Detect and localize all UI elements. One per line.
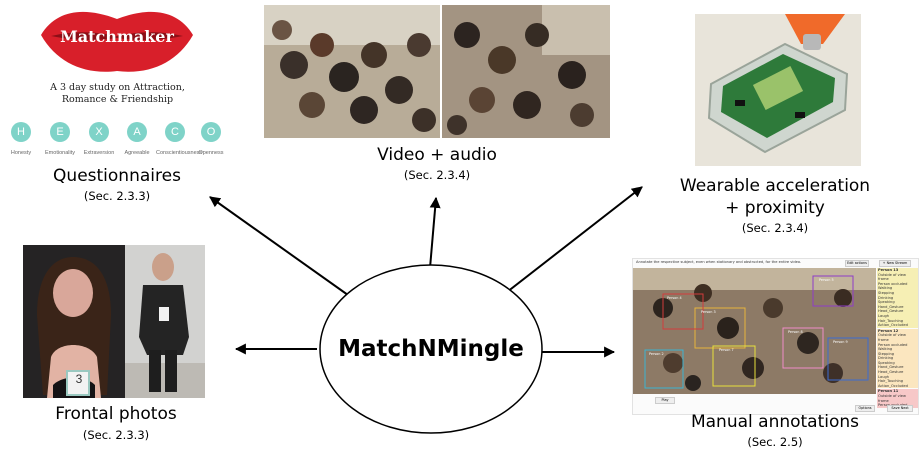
trait-word: Emotionality bbox=[45, 150, 75, 156]
trait-word: Conscientiousness bbox=[156, 150, 203, 156]
annotations-label: Manual annotations bbox=[690, 412, 860, 432]
action-item[interactable]: Speaking bbox=[878, 300, 895, 305]
person-header: Person 13 bbox=[878, 268, 899, 272]
overhead-crowd-image bbox=[442, 5, 610, 138]
box-label: Person 9 bbox=[833, 340, 848, 344]
action-item[interactable]: Stepping bbox=[878, 351, 895, 356]
trait-agreeable: A Agreeable bbox=[118, 122, 156, 156]
action-item[interactable]: Outside of view frame bbox=[878, 394, 906, 403]
wearable-section: (Sec. 2.3.4) bbox=[741, 221, 809, 235]
action-item[interactable]: Stepping bbox=[878, 290, 895, 295]
questionnaires-label: Questionnaires bbox=[53, 166, 181, 186]
person-header: Person 12 bbox=[878, 328, 899, 333]
box-label: Person 7 bbox=[719, 348, 734, 352]
wearable-label-line2: + proximity bbox=[725, 198, 825, 218]
action-item[interactable]: Head_Gesture bbox=[878, 309, 904, 314]
person-block: Person 13 Outside of view frame Person o… bbox=[877, 268, 918, 328]
blurred-face-photo bbox=[125, 245, 205, 398]
annotations-section: (Sec. 2.5) bbox=[747, 435, 803, 449]
action-item[interactable]: Action_Occluded bbox=[878, 383, 908, 388]
questionnaires-section: (Sec. 2.3.3) bbox=[83, 189, 151, 203]
options-button[interactable]: Options bbox=[855, 405, 875, 412]
trait-openness: O Openness bbox=[192, 122, 230, 156]
photos-section: (Sec. 2.3.3) bbox=[82, 428, 150, 442]
person-header: Person 11 bbox=[878, 389, 899, 394]
action-item[interactable]: Walking bbox=[878, 286, 893, 291]
action-item[interactable]: Hair_Touching bbox=[878, 379, 904, 384]
trait-word: Honesty bbox=[10, 150, 32, 156]
annotation-tool-screenshot: Annotate the respective subject, even wh… bbox=[632, 258, 919, 415]
annotation-sidebar: Person 13 Outside of view frame Person o… bbox=[877, 268, 918, 408]
hexaco-circle: X bbox=[89, 122, 109, 142]
save-next-button[interactable]: Save Next bbox=[887, 405, 913, 412]
action-item[interactable]: Drinking bbox=[878, 295, 894, 300]
hexaco-row: H Honesty E Emotionality X Extraversion … bbox=[5, 122, 230, 162]
hexaco-circle: A bbox=[127, 122, 147, 142]
play-button[interactable]: Play bbox=[655, 397, 675, 404]
lips-logo bbox=[41, 11, 193, 72]
arrow-to-video bbox=[429, 196, 441, 269]
annotated-video-frame bbox=[633, 268, 876, 394]
trait-word: Openness bbox=[198, 150, 224, 156]
trait-extraversion: X Extraversion bbox=[80, 122, 118, 156]
overhead-crowd-image bbox=[264, 5, 440, 138]
video-frame-right bbox=[442, 5, 610, 138]
trait-conscientiousness: C Conscientiousness bbox=[156, 122, 203, 156]
badge-icon: 3 bbox=[75, 372, 83, 386]
hexaco-circle: O bbox=[201, 122, 221, 142]
action-item[interactable]: Hair_Touching bbox=[878, 318, 904, 323]
video-label: Video + audio bbox=[377, 145, 497, 165]
video-section: (Sec. 2.3.4) bbox=[403, 168, 471, 182]
photos-label: Frontal photos bbox=[55, 404, 177, 424]
box-label: Person 8 bbox=[788, 330, 803, 334]
trait-honesty: H Honesty bbox=[2, 122, 40, 156]
arrow-to-questionnaires bbox=[209, 196, 356, 301]
hexaco-circle: H bbox=[11, 122, 31, 142]
action-item[interactable]: Outside of view frame bbox=[878, 272, 906, 282]
box-label: Person 2 bbox=[649, 352, 664, 356]
box-label: Person 4 bbox=[667, 296, 682, 300]
wearable-label-line1: Wearable acceleration bbox=[679, 176, 871, 196]
action-item[interactable]: Speaking bbox=[878, 360, 895, 365]
action-item[interactable]: Laugh bbox=[878, 374, 890, 379]
action-item[interactable]: Hand_Gesture bbox=[878, 304, 904, 309]
edit-actions-button[interactable]: Edit actions bbox=[845, 260, 869, 267]
action-item[interactable]: Drinking bbox=[878, 356, 894, 361]
center-ellipse bbox=[319, 264, 543, 434]
frontal-photo-man bbox=[125, 245, 205, 398]
trait-word: Agreeable bbox=[124, 150, 150, 156]
center-title: MatchNMingle bbox=[338, 336, 524, 362]
action-item[interactable]: Outside of view frame bbox=[878, 333, 906, 342]
new-stream-button[interactable]: + New Stream bbox=[879, 260, 911, 267]
action-item[interactable]: Hand_Gesture bbox=[878, 365, 904, 370]
box-label: Person 3 bbox=[701, 310, 716, 314]
video-frame-left bbox=[264, 5, 440, 138]
trait-word: Extraversion bbox=[83, 150, 115, 156]
hexaco-circle: C bbox=[165, 122, 185, 142]
person-block: Person 12 Outside of view frame Person o… bbox=[877, 328, 918, 389]
action-item[interactable]: Person occluded bbox=[878, 281, 908, 286]
annotation-instruction: Annotate the respective subject, even wh… bbox=[636, 260, 802, 264]
action-item[interactable]: Head_Gesture bbox=[878, 370, 904, 375]
blurred-face-photo bbox=[23, 245, 125, 398]
device-icon bbox=[695, 14, 861, 166]
action-item[interactable]: Laugh bbox=[878, 313, 890, 318]
hexaco-circle: E bbox=[50, 122, 70, 142]
frontal-photo-woman: 3 bbox=[23, 245, 125, 398]
logo-text: Matchmaker bbox=[60, 27, 174, 46]
study-tagline: A 3 day study on Attraction, Romance & F… bbox=[50, 82, 185, 105]
action-item[interactable]: Person occluded bbox=[878, 342, 908, 347]
wearable-device-photo bbox=[695, 14, 861, 166]
action-item[interactable]: Action_Occluded bbox=[878, 323, 908, 328]
questionnaire-panel: Matchmaker A 3 day study on Attraction, … bbox=[5, 5, 230, 165]
action-item[interactable]: Walking bbox=[878, 347, 893, 352]
arrow-to-wearable bbox=[506, 186, 643, 293]
box-label: Person 5 bbox=[819, 278, 834, 282]
trait-emotionality: E Emotionality bbox=[41, 122, 79, 156]
